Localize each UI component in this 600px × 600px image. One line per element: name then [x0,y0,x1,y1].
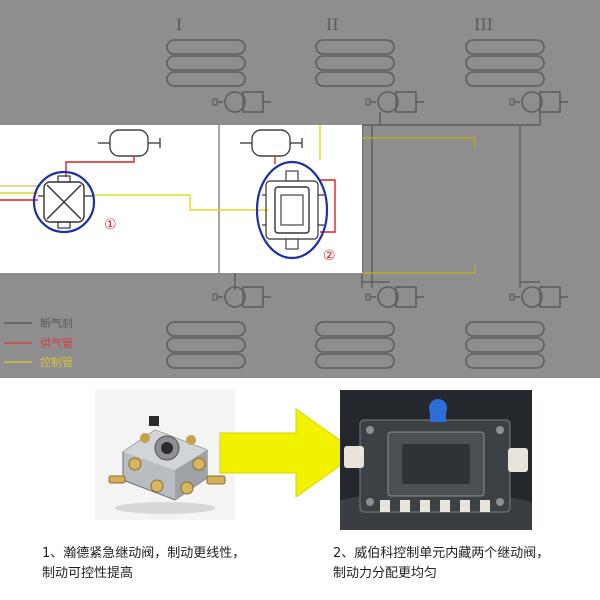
caption-right-line2: 制动力分配更均匀 [333,566,438,581]
callout-2: ② [323,248,336,264]
brake-system-diagram: I II III [0,0,600,378]
arrow-right-icon [218,405,368,500]
relay-valve-1 [32,170,96,234]
callout-1: ① [104,217,117,233]
legend-label-cutoff: 断气刹 [40,316,73,330]
highlight-panel [0,125,362,273]
axle-label-2: II [326,15,339,34]
supply-line-left [65,156,135,177]
axle-label-3: III [474,15,493,34]
caption-relay-valve: 1、瀚德紧急继动阀，制动更线性， 制动可控性提高 [42,544,302,584]
caption-left-line1: 1、瀚德紧急继动阀，制动更线性， [42,546,246,561]
relay-valve-photo [95,390,235,520]
caption-control-unit: 2、威伯科控制单元内藏两个继动阀， 制动力分配更均匀 [333,544,595,584]
caption-right-line1: 2、威伯科控制单元内藏两个继动阀， [333,546,550,561]
control-unit-photo [340,390,532,530]
control-unit-2 [255,160,329,260]
legend: 断气刹 供气管 控制管 [4,316,73,369]
legend-label-supply: 供气管 [40,336,73,350]
legend-label-control: 控制管 [40,355,73,369]
air-tank-right [240,129,303,157]
caption-left-line2: 制动可控性提高 [42,566,134,581]
supply-line-right-2 [320,179,336,233]
axle-label-1: I [176,15,182,34]
air-tank-left [98,129,161,157]
